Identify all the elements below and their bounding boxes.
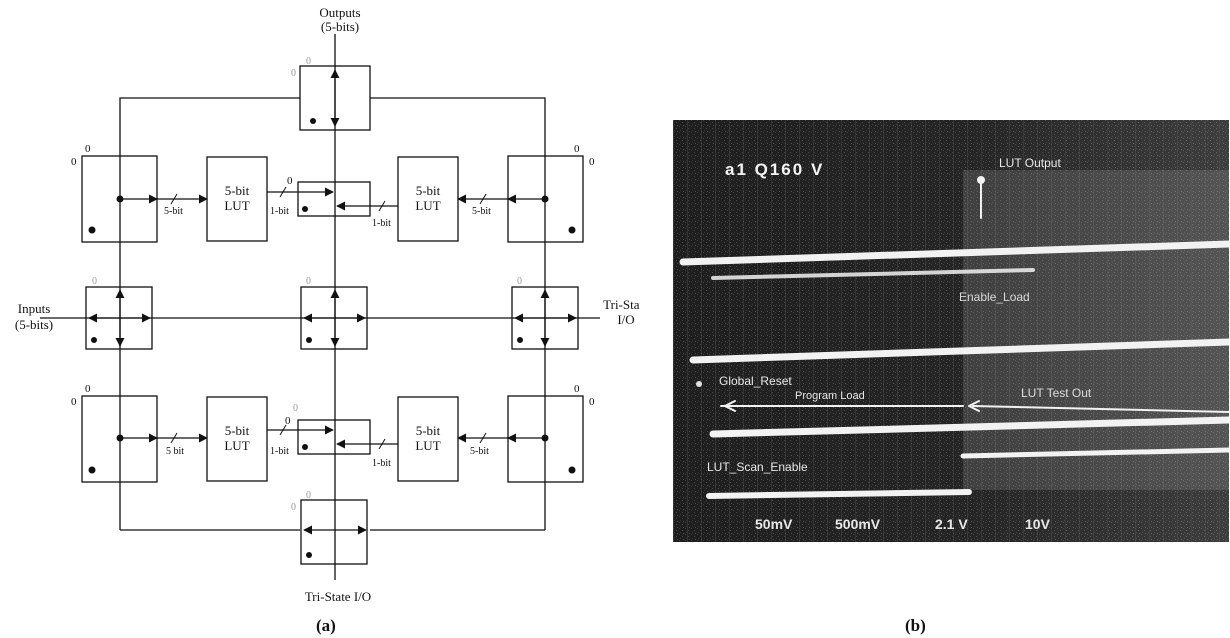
svg-text:0: 0 xyxy=(285,415,291,427)
label-lut-output: LUT Output xyxy=(999,156,1061,170)
label-lut-scan-enable: LUT_Scan_Enable xyxy=(707,460,808,474)
svg-text:0: 0 xyxy=(85,383,91,395)
label-lut-test-out: LUT Test Out xyxy=(1021,386,1092,400)
fpga-cell-schematic: Outputs (5-bits) Inputs (5-bits) Tri-Sta… xyxy=(15,5,640,604)
svg-text:0: 0 xyxy=(306,276,311,287)
svg-text:0: 0 xyxy=(589,156,595,168)
zero-labels: 0 0 0 0 0 0 0 0 0 0 0 0 0 0 0 0 0 0 xyxy=(71,56,595,513)
scope-footer-ch1: 50mV xyxy=(755,516,793,532)
svg-text:0: 0 xyxy=(306,56,311,67)
scope-header: a1 Q160 V xyxy=(725,160,825,179)
lut-label-tl-2: LUT xyxy=(224,198,249,213)
oscilloscope-screenshot: a1 Q160 V LUT Output Enable_Load Global_… xyxy=(673,120,1229,542)
inputs-bits-label: (5-bits) xyxy=(15,317,53,332)
label-enable-load: Enable_Load xyxy=(959,290,1030,304)
svg-text:0: 0 xyxy=(517,276,522,287)
label-global-reset: Global_Reset xyxy=(719,374,792,388)
bus-label-5bit-br: 5-bit xyxy=(470,446,489,457)
svg-text:0: 0 xyxy=(287,175,293,187)
lut-block-bl xyxy=(206,396,268,482)
mux-cell-bottom xyxy=(297,419,371,455)
tristate-right-label: Tri-State xyxy=(603,297,640,312)
waveform-traces xyxy=(679,181,1229,499)
lut-label-tr-1: 5-bit xyxy=(416,183,441,198)
mux-cell-top xyxy=(297,181,371,217)
svg-text:0: 0 xyxy=(293,403,298,414)
lut-block-br xyxy=(397,396,459,482)
scope-footer-timebase: 10V xyxy=(1025,516,1050,532)
tristate-right-io-label: I/O xyxy=(617,312,634,327)
lut-label-tl-1: 5-bit xyxy=(225,183,250,198)
svg-text:0: 0 xyxy=(71,396,77,408)
tristate-bottom-label: Tri-State I/O xyxy=(305,589,371,604)
outputs-bits-label: (5-bits) xyxy=(321,19,359,34)
scope-footer-ch2: 500mV xyxy=(835,516,881,532)
lut-label-bl-1: 5-bit xyxy=(225,423,250,438)
svg-text:0: 0 xyxy=(291,502,296,513)
caption-a: (a) xyxy=(316,616,336,635)
bus-label-5bit-bl: 5 bit xyxy=(166,446,184,457)
outputs-label: Outputs xyxy=(319,5,360,20)
svg-text:0: 0 xyxy=(85,143,91,155)
label-program-load: Program Load xyxy=(795,390,865,402)
lut-label-tr-2: LUT xyxy=(415,198,440,213)
inputs-label: Inputs xyxy=(18,301,51,316)
svg-text:0: 0 xyxy=(71,156,77,168)
bus-label-1bit-tr: 1-bit xyxy=(372,218,391,229)
signal-arrows xyxy=(88,69,577,535)
svg-text:0: 0 xyxy=(574,383,580,395)
svg-text:0: 0 xyxy=(589,396,595,408)
svg-text:0: 0 xyxy=(291,68,296,79)
bus-label-1bit-bl: 1-bit xyxy=(270,446,289,457)
caption-b: (b) xyxy=(905,616,926,635)
scope-footer-ch3: 2.1 V xyxy=(935,516,968,532)
svg-text:0: 0 xyxy=(574,143,580,155)
bus-label-1bit-tl: 1-bit xyxy=(270,206,289,217)
svg-text:0: 0 xyxy=(92,276,97,287)
bus-label-5bit-tl: 5-bit xyxy=(164,206,183,217)
lut-label-br-2: LUT xyxy=(415,438,440,453)
lut-label-bl-2: LUT xyxy=(224,438,249,453)
lut-label-br-1: 5-bit xyxy=(416,423,441,438)
lut-block-tr xyxy=(397,156,459,242)
junction-dots xyxy=(88,118,576,558)
svg-text:0: 0 xyxy=(306,490,311,501)
bus-label-1bit-br: 1-bit xyxy=(372,458,391,469)
bus-label-5bit-tr: 5-bit xyxy=(472,206,491,217)
